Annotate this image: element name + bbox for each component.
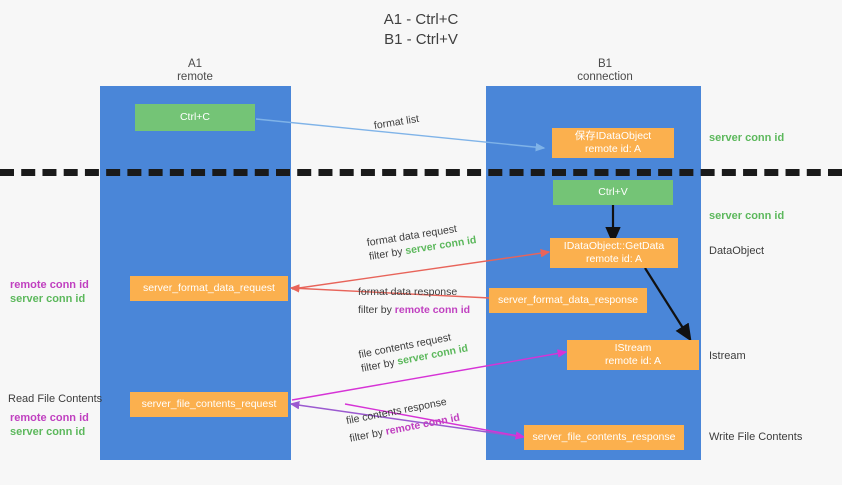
box-ctrl-v-label: Ctrl+V [598, 186, 628, 198]
note-remote-conn-id-bottom: remote conn id [10, 412, 89, 424]
box-istream-line2: remote id: A [604, 355, 662, 367]
box-server-file-contents-response-label: server_file_contents_response [532, 431, 676, 443]
box-getdata[interactable]: IDataObject::GetData remote id: A [550, 238, 678, 268]
phase-divider [0, 169, 842, 176]
box-istream[interactable]: IStream remote id: A [567, 340, 699, 370]
page-title: A1 - Ctrl+C B1 - Ctrl+V [383, 11, 459, 48]
column-right-role: connection [577, 71, 633, 83]
column-header-right: B1 connection [530, 58, 680, 84]
box-server-format-data-response-label: server_format_data_response [497, 294, 639, 306]
edge-label-format-data-response: format data response filter by remote co… [358, 285, 470, 317]
edge-label-format-data-response-line1: format data response [358, 286, 458, 298]
note-read-file-contents: Read File Contents [8, 393, 103, 405]
note-istream: Istream [709, 350, 746, 362]
edge-label-format-list: format list [373, 112, 420, 132]
box-server-file-contents-response[interactable]: server_file_contents_response [524, 425, 684, 450]
column-left-name: A1 [187, 58, 203, 70]
filter-prefix-4: filter by [348, 425, 387, 445]
box-save-idataobject[interactable]: 保存IDataObject remote id: A [552, 128, 674, 158]
box-server-file-contents-request[interactable]: server_file_contents_request [130, 392, 288, 417]
box-istream-line1: IStream [614, 342, 652, 354]
note-server-conn-id-2: server conn id [709, 210, 785, 222]
filter-token-2: remote conn id [394, 304, 471, 316]
edge-label-format-data-request: format data request filter by server con… [366, 219, 478, 264]
box-save-idataobject-line1: 保存IDataObject [574, 130, 652, 142]
box-ctrl-c[interactable]: Ctrl+C [135, 104, 255, 131]
note-conn-ids-bottom: remote conn id server conn id [10, 411, 89, 439]
box-server-format-data-response[interactable]: server_format_data_response [489, 288, 647, 313]
edge-label-file-contents-request: file contents request filter by server c… [357, 328, 470, 376]
box-server-format-data-request[interactable]: server_format_data_request [130, 276, 288, 301]
box-getdata-line2: remote id: A [585, 253, 643, 265]
box-ctrl-v[interactable]: Ctrl+V [553, 180, 673, 205]
column-left-role: remote [177, 71, 213, 83]
note-dataobject: DataObject [709, 245, 765, 257]
column-right-name: B1 [597, 58, 613, 70]
box-getdata-line1: IDataObject::GetData [563, 240, 665, 252]
note-server-conn-id-bottom: server conn id [10, 426, 86, 438]
column-header-left: A1 remote [120, 58, 270, 84]
edge-label-format-data-response-line2: filter by remote conn id [358, 303, 470, 317]
box-save-idataobject-line2: remote id: A [584, 143, 642, 155]
edge-label-file-contents-response: file contents response filter by remote … [345, 393, 461, 446]
box-server-format-data-request-label: server_format_data_request [143, 282, 275, 294]
note-server-conn-id-top: server conn id [10, 293, 86, 305]
note-server-conn-id-1: server conn id [709, 132, 785, 144]
note-write-file-contents: Write File Contents [709, 431, 803, 443]
note-conn-ids-top: remote conn id server conn id [10, 278, 89, 306]
box-ctrl-c-label: Ctrl+C [179, 111, 211, 123]
filter-prefix-2: filter by [358, 304, 395, 316]
box-server-file-contents-request-label: server_file_contents_request [141, 398, 277, 410]
note-remote-conn-id-top: remote conn id [10, 279, 89, 291]
